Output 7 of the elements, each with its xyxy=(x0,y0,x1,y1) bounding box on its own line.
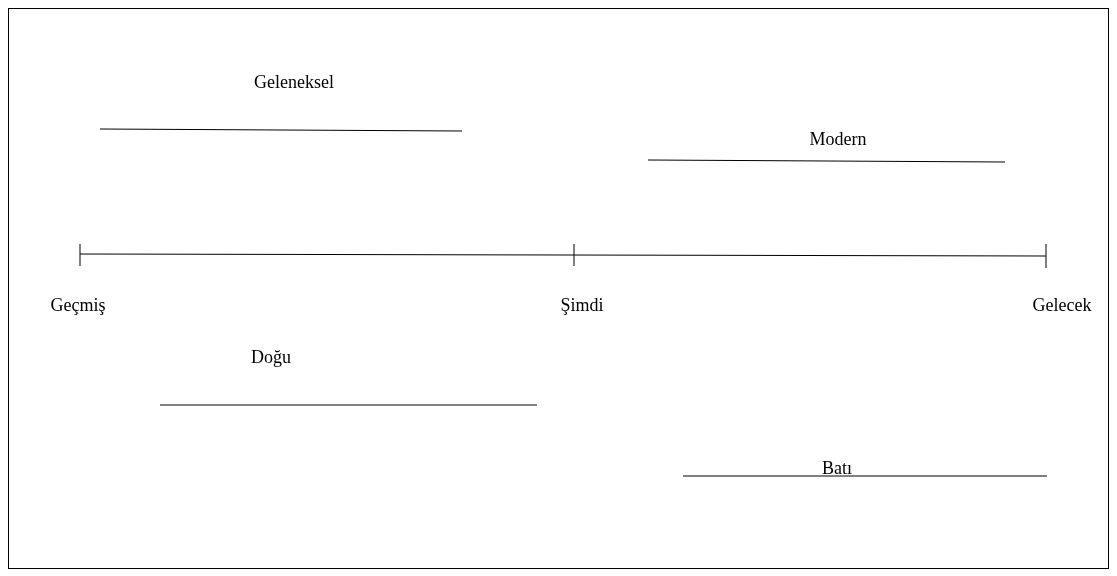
period-label: Batı xyxy=(822,458,852,478)
axis-label: Geçmiş xyxy=(50,295,106,315)
period-label: Geleneksel xyxy=(254,72,334,92)
axis-label: Şimdi xyxy=(560,295,604,315)
period-label: Modern xyxy=(809,129,867,149)
period-label: Doğu xyxy=(251,347,291,367)
axis-label: Gelecek xyxy=(1032,295,1092,315)
